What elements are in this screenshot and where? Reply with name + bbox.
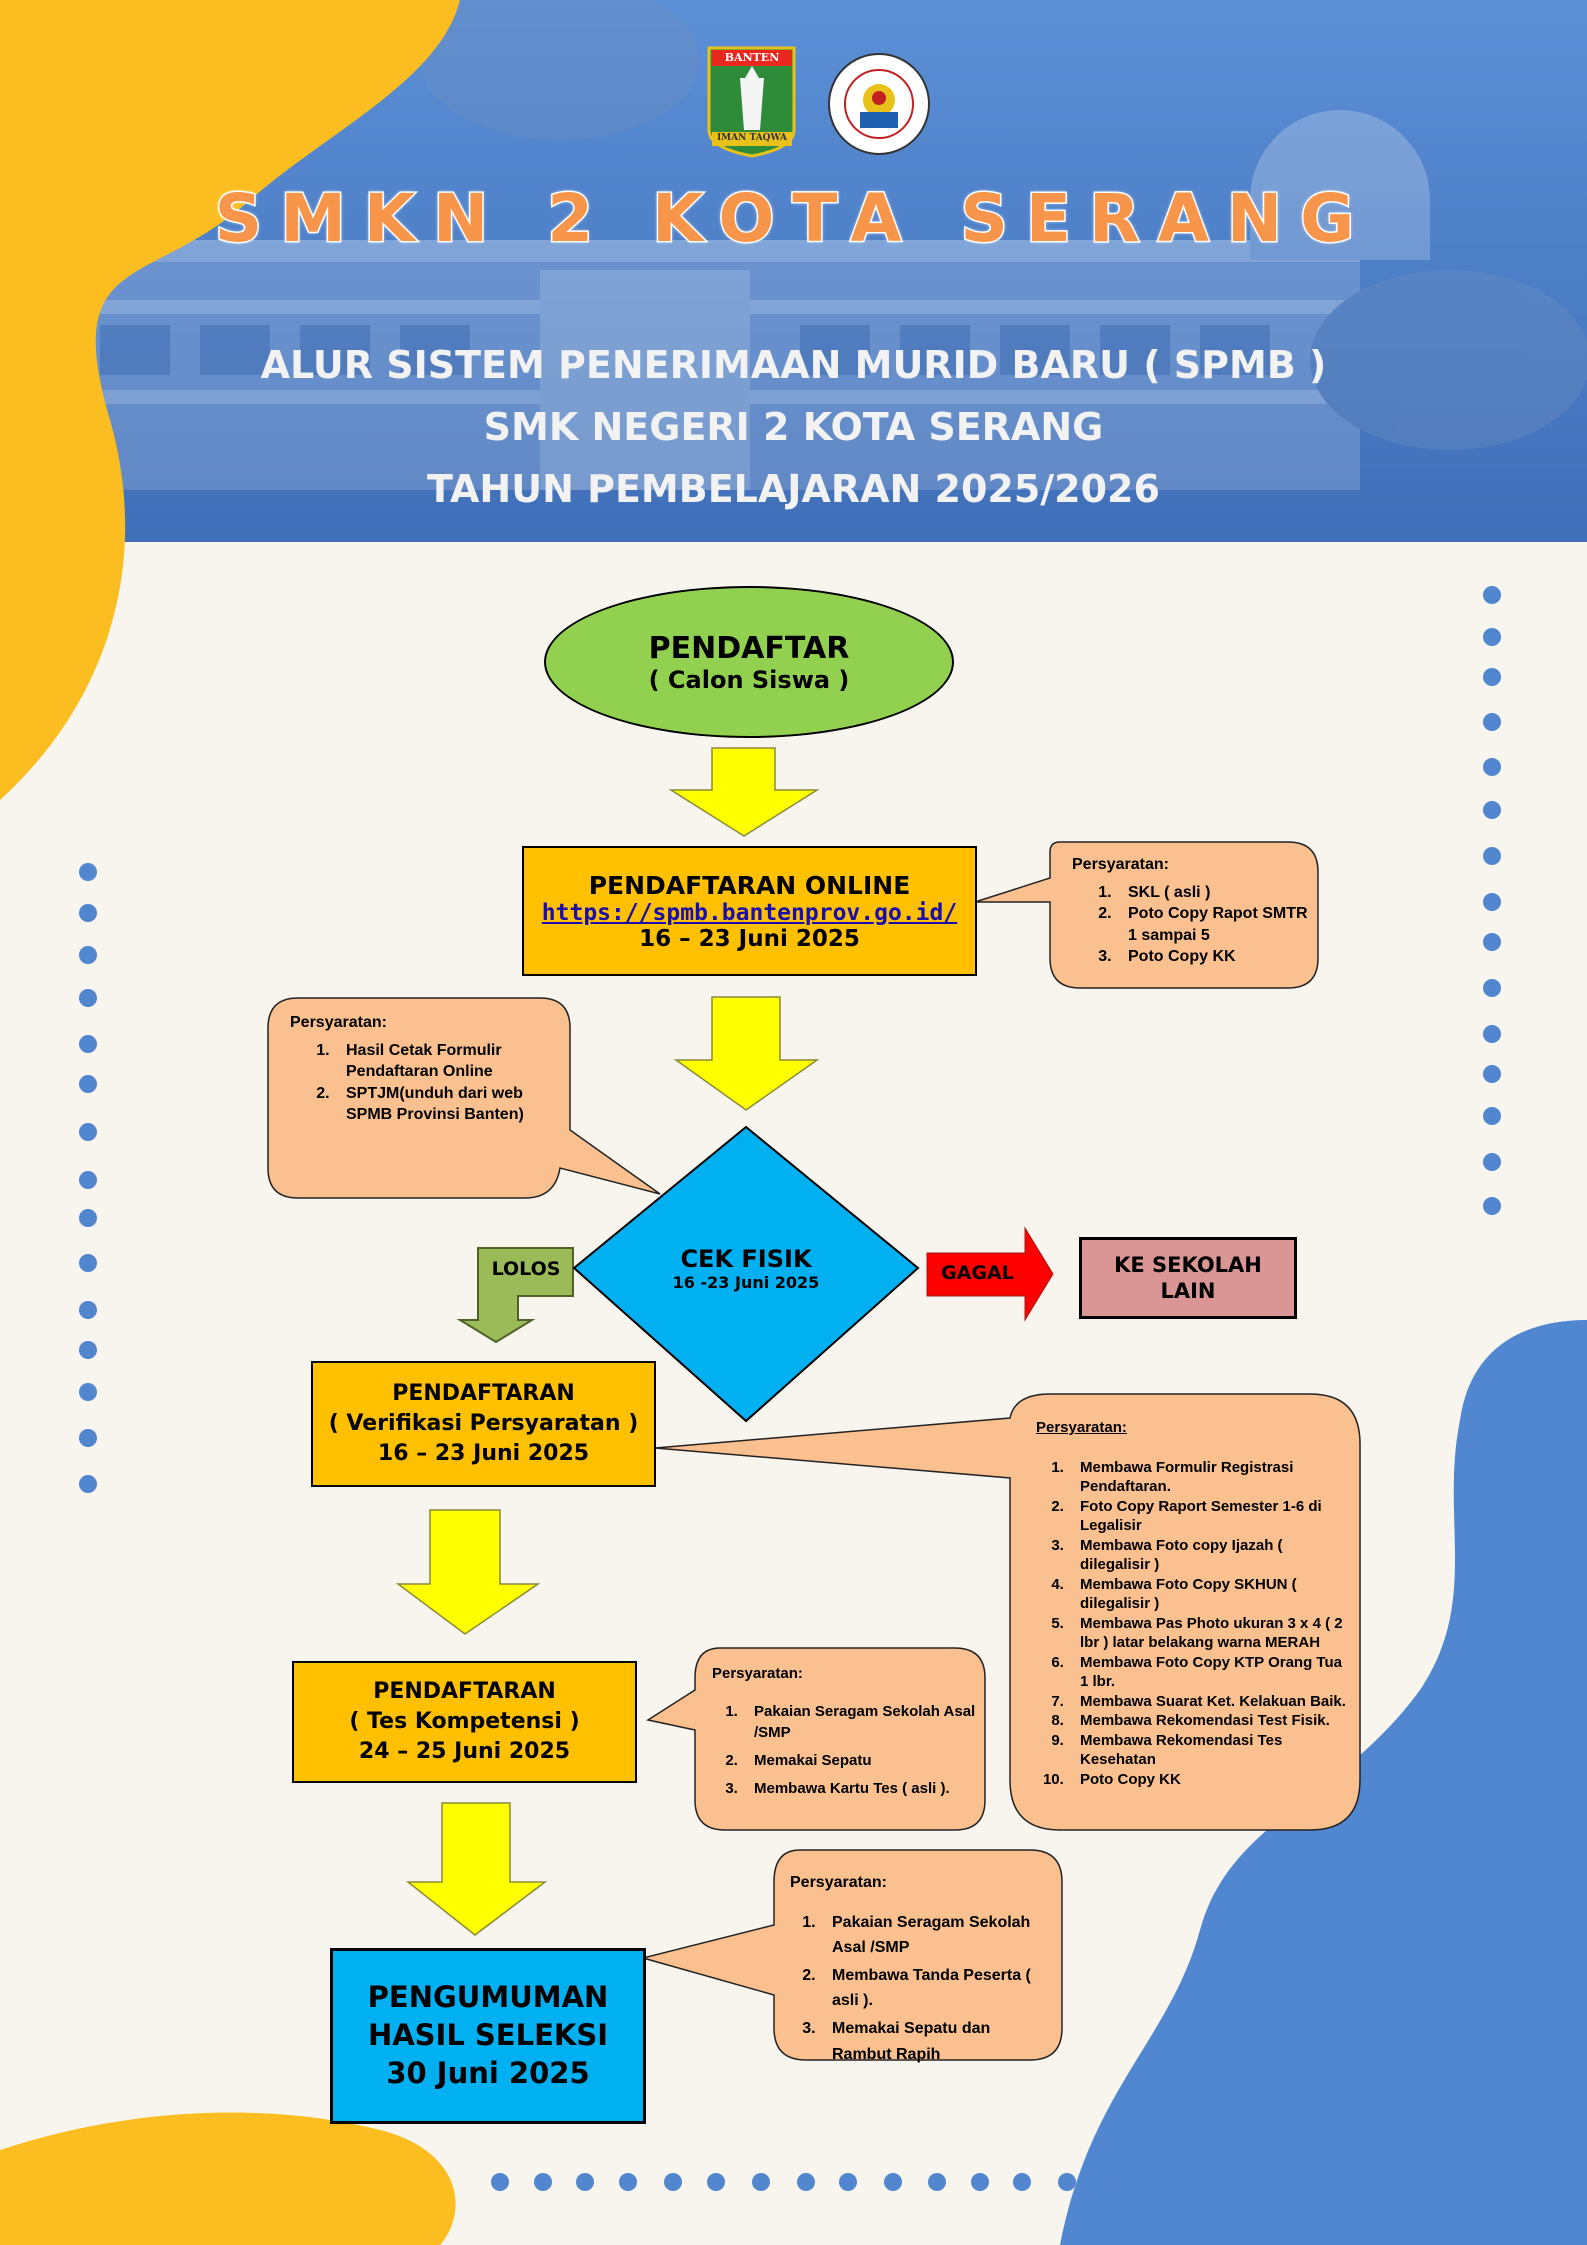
gagal-label: GAGAL xyxy=(941,1262,1014,1284)
page-title: SMKN 2 KOTA SERANG xyxy=(213,179,1373,259)
tes-line-3: 24 – 25 Juni 2025 xyxy=(358,1738,571,1764)
dots-bottom xyxy=(491,2173,1120,2191)
pendaftar-title: PENDAFTAR xyxy=(648,630,850,666)
list-item: Poto Copy Rapot SMTR 1 sampai 5 xyxy=(1116,903,1312,946)
cek-fisik-title: CEK FISIK xyxy=(680,1244,812,1273)
list-item: Pakaian Seragam Sekolah Asal /SMP xyxy=(742,1702,980,1743)
pendaftar-node: PENDAFTAR ( Calon Siswa ) xyxy=(544,586,954,738)
logo-banten xyxy=(707,46,796,158)
verifikasi-line-3: 16 – 23 Juni 2025 xyxy=(377,1440,590,1466)
pendaftar-subtitle: ( Calon Siswa ) xyxy=(648,665,850,694)
tes-kompetensi-node: PENDAFTARAN ( Tes Kompetensi ) 24 – 25 J… xyxy=(292,1661,637,1783)
subtitle-line-3: TAHUN PEMBELAJARAN 2025/2026 xyxy=(427,467,1160,511)
callout-tes-list: Pakaian Seragam Sekolah Asal /SMP Memaka… xyxy=(712,1702,980,1799)
callout-online: Persyaratan: SKL ( asli ) Poto Copy Rapo… xyxy=(1072,854,1312,968)
callout-verifikasi: Persyaratan: Membawa Formulir Registrasi… xyxy=(1036,1418,1346,1789)
callout-verifikasi-shape xyxy=(654,1393,1361,1831)
list-item: Membawa Formulir Registrasi Pendaftaran. xyxy=(1068,1458,1346,1497)
callout-tes: Persyaratan: Pakaian Seragam Sekolah Asa… xyxy=(712,1664,980,1799)
flow-arrows xyxy=(395,747,820,1936)
callout-online-list: SKL ( asli ) Poto Copy Rapot SMTR 1 samp… xyxy=(1072,882,1312,968)
lolos-arrow xyxy=(456,1247,574,1344)
building-photo xyxy=(60,0,1587,490)
verifikasi-node: PENDAFTARAN ( Verifikasi Persyaratan ) 1… xyxy=(311,1361,656,1487)
verifikasi-line-2: ( Verifikasi Persyaratan ) xyxy=(328,1411,639,1437)
list-item: Poto Copy KK xyxy=(1068,1770,1346,1790)
callout-pengumuman-list: Pakaian Seragam Sekolah Asal /SMP Membaw… xyxy=(790,1910,1052,2068)
logo-smkn2 xyxy=(828,53,930,155)
subtitle-line-1: ALUR SISTEM PENERIMAAN MURID BARU ( SPMB… xyxy=(260,343,1327,387)
ke-sekolah-lain-node: KE SEKOLAH LAIN xyxy=(1079,1237,1297,1319)
list-item: SPTJM(unduh dari web SPMB Provinsi Bante… xyxy=(334,1083,560,1126)
pengumuman-line-1: PENGUMUMAN xyxy=(367,1980,609,2015)
callout-tes-title: Persyaratan: xyxy=(712,1665,803,1682)
list-item: Membawa Pas Photo ukuran 3 x 4 ( 2 lbr )… xyxy=(1068,1614,1346,1653)
online-link[interactable]: https://spmb.bantenprov.go.id/ xyxy=(541,899,958,926)
callout-cek: Persyaratan: Hasil Cetak Formulir Pendaf… xyxy=(290,1012,560,1126)
online-date: 16 – 23 Juni 2025 xyxy=(639,925,860,952)
pengumuman-line-3: 30 Juni 2025 xyxy=(386,2055,590,2090)
down-arrow-1 xyxy=(668,747,820,837)
dots-right xyxy=(1483,586,1501,1215)
callout-verifikasi-title: Persyaratan: xyxy=(1036,1419,1127,1436)
list-item: Membawa Foto copy Ijazah ( dilegalisir ) xyxy=(1068,1536,1346,1575)
list-item: Hasil Cetak Formulir Pendaftaran Online xyxy=(334,1040,560,1083)
callout-online-title: Persyaratan: xyxy=(1072,856,1169,873)
callout-cek-list: Hasil Cetak Formulir Pendaftaran Online … xyxy=(290,1040,560,1126)
callout-cek-title: Persyaratan: xyxy=(290,1014,387,1031)
online-title: PENDAFTARAN ONLINE xyxy=(588,870,911,900)
lain-line-2: LAIN xyxy=(1160,1279,1216,1303)
lolos-label: LOLOS xyxy=(491,1258,561,1280)
list-item: Foto Copy Raport Semester 1-6 di Legalis… xyxy=(1068,1497,1346,1536)
pendaftaran-online-node: PENDAFTARAN ONLINE https://spmb.bantenpr… xyxy=(522,846,977,976)
cek-fisik-diamond xyxy=(572,1125,920,1423)
down-arrow-3 xyxy=(395,1509,541,1635)
list-item: Membawa Kartu Tes ( asli ). xyxy=(742,1779,980,1799)
list-item: Membawa Rekomendasi Tes Kesehatan xyxy=(1068,1731,1346,1770)
list-item: Membawa Tanda Peserta ( asli ). xyxy=(820,1963,1052,2014)
tes-line-1: PENDAFTARAN xyxy=(373,1679,556,1705)
list-item: Membawa Foto Copy KTP Orang Tua 1 lbr. xyxy=(1068,1653,1346,1692)
cek-fisik-label: CEK FISIK 16 -23 Juni 2025 xyxy=(630,1238,862,1298)
callout-cek-shape xyxy=(267,997,661,1199)
gagal-arrow xyxy=(926,1226,1054,1322)
list-item: SKL ( asli ) xyxy=(1116,882,1312,904)
yellow-blob-top xyxy=(0,0,460,800)
list-item: Pakaian Seragam Sekolah Asal /SMP xyxy=(820,1910,1052,1961)
list-item: Membawa Foto Copy SKHUN ( dilegalisir ) xyxy=(1068,1575,1346,1614)
subtitle-line-2: SMK NEGERI 2 KOTA SERANG xyxy=(483,405,1104,449)
lain-line-1: KE SEKOLAH xyxy=(1114,1252,1262,1277)
callout-pengumuman: Persyaratan: Pakaian Seragam Sekolah Asa… xyxy=(790,1870,1052,2067)
callout-pengumuman-title: Persyaratan: xyxy=(790,1874,887,1891)
tes-line-2: ( Tes Kompetensi ) xyxy=(349,1709,580,1735)
verifikasi-line-1: PENDAFTARAN xyxy=(392,1381,575,1407)
list-item: Memakai Sepatu dan Rambut Rapih xyxy=(820,2016,1052,2067)
down-arrow-2 xyxy=(673,996,820,1111)
list-item: Membawa Rekomendasi Test Fisik. xyxy=(1068,1711,1346,1731)
logo-banten-top-text: BANTEN xyxy=(724,51,780,64)
list-item: Memakai Sepatu xyxy=(742,1751,980,1771)
blue-blob-bottom xyxy=(1060,1320,1587,2245)
pengumuman-node: PENGUMUMAN HASIL SELEKSI 30 Juni 2025 xyxy=(330,1948,646,2124)
logo-banten-bottom-text: IMAN TAQWA xyxy=(716,133,788,143)
callout-pengumuman-shape xyxy=(640,1849,1063,2061)
down-arrow-4 xyxy=(405,1802,548,1936)
callout-tes-shape xyxy=(646,1647,986,1831)
callout-shapes xyxy=(267,841,1361,2061)
pengumuman-line-2: HASIL SELEKSI xyxy=(367,2018,609,2053)
callout-online-shape xyxy=(974,841,1319,989)
yellow-blob-bottom xyxy=(0,2112,456,2245)
cek-fisik-date: 16 -23 Juni 2025 xyxy=(672,1272,820,1292)
callout-verifikasi-list: Membawa Formulir Registrasi Pendaftaran.… xyxy=(1036,1458,1346,1790)
dots-left xyxy=(79,863,97,1493)
list-item: Poto Copy KK xyxy=(1116,946,1312,968)
list-item: Membawa Suarat Ket. Kelakuan Baik. xyxy=(1068,1692,1346,1712)
